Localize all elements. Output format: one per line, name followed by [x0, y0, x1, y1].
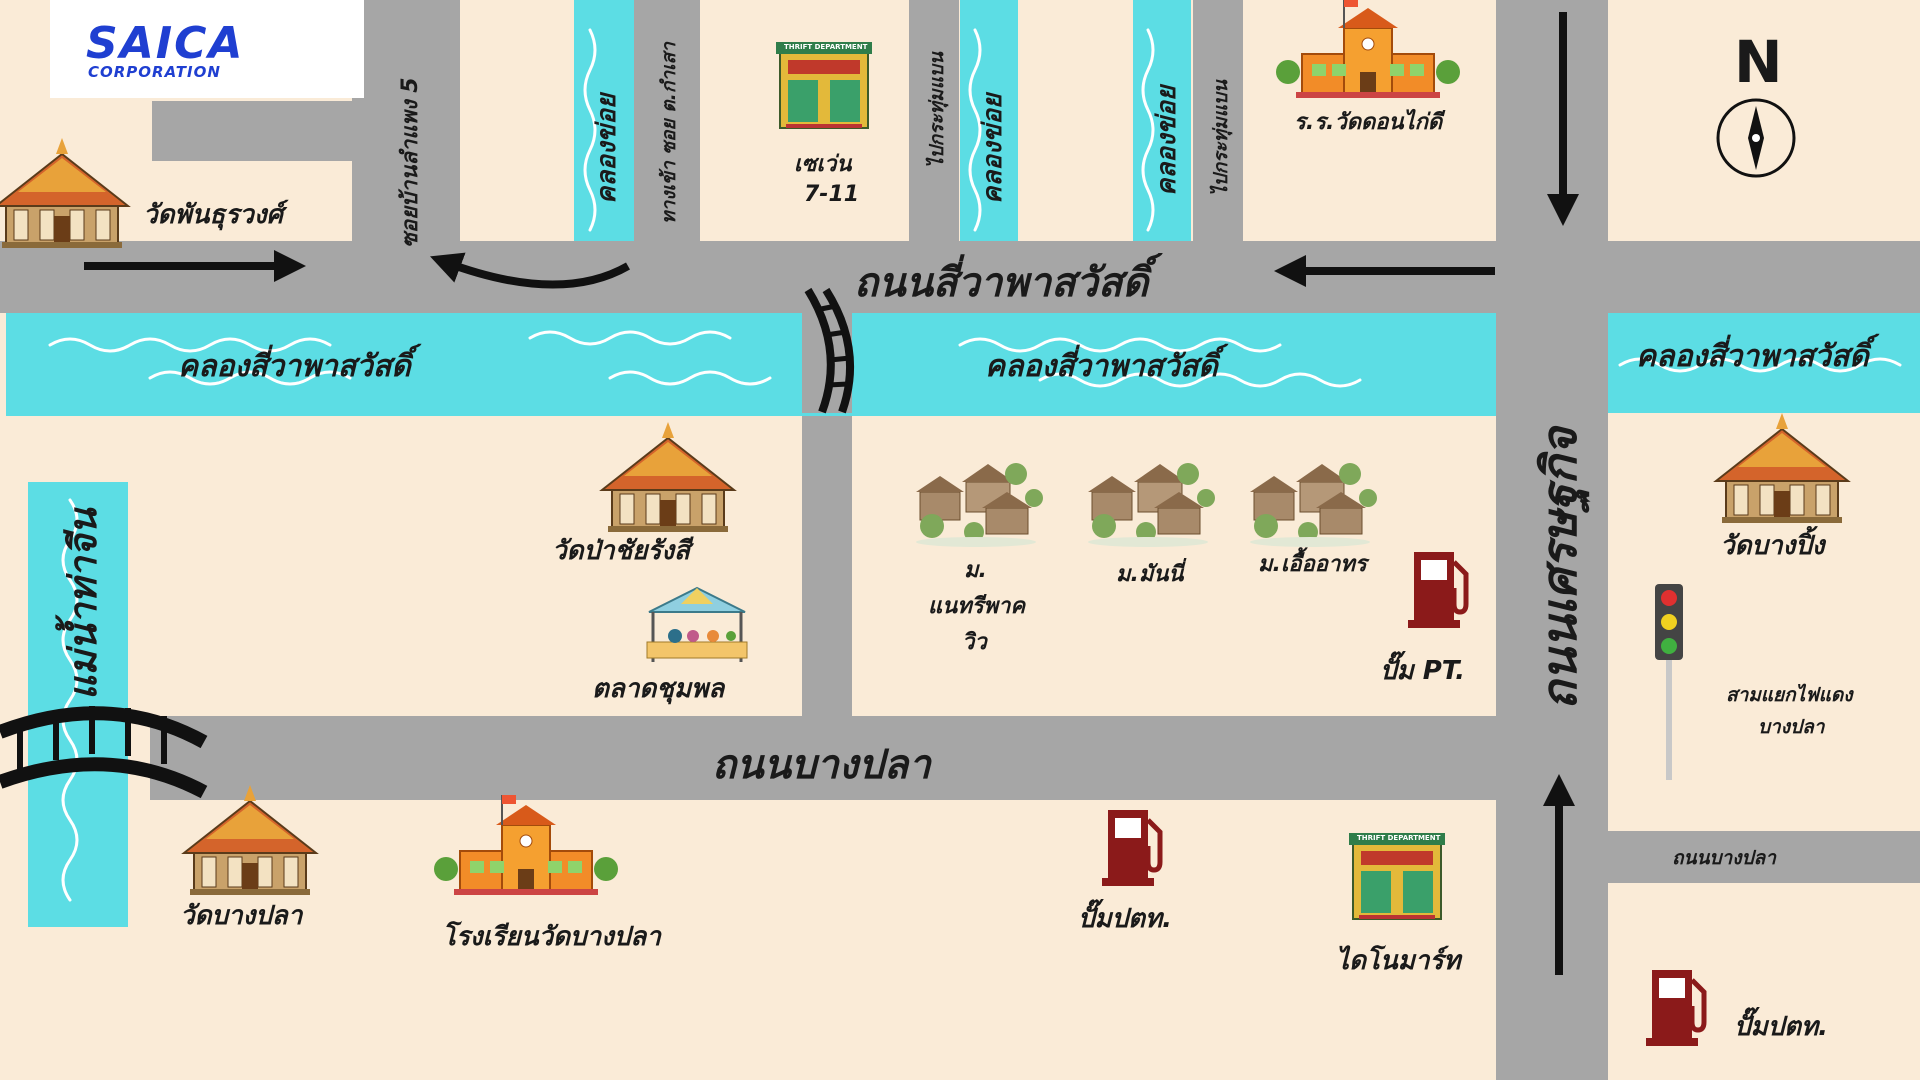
compass-north-letter: N: [1734, 28, 1783, 96]
village-icon: [915, 462, 1044, 548]
place-school-wat-donkaidi: ร.ร.วัดดอนไก่ดี: [1294, 110, 1443, 135]
bridge-icon: [0, 706, 208, 799]
compass-icon: [1716, 98, 1796, 178]
place-pump-ptt-1: ปั๊มปตท.: [1078, 904, 1173, 934]
place-village-1-line3: วิว: [962, 630, 987, 655]
fuel-pump-icon: [1102, 810, 1160, 886]
small-canal-label-3: คลองข่อย: [1152, 85, 1182, 196]
road-label-soi-kamsao: ทางเข้า ซอย ต.กำเสา: [658, 42, 680, 224]
logo-subtitle: CORPORATION: [88, 63, 221, 81]
place-wat-phanthurawong: วัดพันธุรวงศ์: [143, 200, 284, 230]
place-talat-chumphon: ตลาดชุมพล: [592, 674, 725, 704]
river-label: แม่น้ำท่าจีน: [61, 508, 105, 700]
temple-icon: [0, 137, 129, 249]
temple-icon: [1715, 412, 1849, 524]
shop-sign-2: THRIFT DEPARTMENT: [1357, 834, 1441, 842]
place-village-1-line2: แนทรีพาค: [928, 594, 1026, 619]
place-dynamart: ไดโนมาร์ท: [1336, 946, 1461, 976]
arrow-icon: [430, 252, 630, 289]
canal-label-2: คลองสี่วาพาสวัสดิ์: [985, 349, 1218, 384]
road-label-to-krathum-2: ไปกระทุ่มแบน: [1210, 80, 1232, 196]
saica-logo: SAICA CORPORATION: [50, 0, 364, 98]
canal-label-3: คลองสี่วาพาสวัสดิ์: [1636, 339, 1869, 374]
place-village-3: ม.เอื้ออาทร: [1258, 552, 1367, 577]
place-traffic-light-line2: บางปลา: [1758, 716, 1825, 738]
village-icon: [1087, 462, 1216, 548]
fuel-pump-icon: [1646, 970, 1704, 1046]
place-pump-ptt-2: ปั๊มปตท.: [1734, 1012, 1829, 1042]
market-stall-icon: [646, 586, 748, 662]
road-label-to-krathum-1: ไปกระทุ่มแบน: [926, 52, 948, 168]
place-village-1-line1: ม.: [964, 558, 987, 583]
road-label-soi-banlampaeng: ซอยบ้านลำแพง 5: [398, 77, 423, 248]
road-label-bangpla: ถนนบางปลา: [712, 742, 931, 788]
road-label-setthakit: ถนนเศรษฐกิจ: [1532, 427, 1588, 710]
arrows: [84, 12, 1579, 975]
place-pump-pt: ปั๊ม PT.: [1380, 656, 1465, 686]
shop-sign-1: THRIFT DEPARTMENT: [784, 43, 868, 51]
canal-label-1: คลองสี่วาพาสวัสดิ์: [178, 349, 411, 384]
road-label-bangpla-small: ถนนบางปลา: [1672, 847, 1776, 869]
school-icon: [1275, 0, 1461, 99]
temple-icon: [183, 784, 317, 896]
place-wat-pa-chairangsi: วัดป่าชัยรังสี: [552, 536, 690, 566]
small-canal-label-2: คลองข่อย: [978, 93, 1008, 204]
place-seven-eleven-2: 7-11: [804, 182, 860, 207]
logo-brand: SAICA: [86, 18, 245, 69]
waterways: [6, 0, 1920, 927]
place-wat-bangpla: วัดบางปลา: [180, 901, 303, 931]
place-traffic-light-line1: สามแยกไฟแดง: [1726, 684, 1853, 706]
traffic-light-icon: [1655, 584, 1683, 780]
school-icon: [433, 794, 619, 896]
shop-icon: [1348, 832, 1446, 920]
small-canal-label-1: คลองข่อย: [592, 93, 622, 204]
bridge-icon: [804, 287, 854, 414]
place-wat-bangpling: วัดบางปิ้ง: [1720, 531, 1825, 561]
village-icon: [1249, 462, 1378, 548]
road-label-sawaphasawat: ถนนสี่วาพาสวัสดิ์: [854, 260, 1149, 306]
place-school-wat-bangpla: โรงเรียนวัดบางปลา: [442, 922, 661, 952]
shop-icon: [775, 41, 873, 129]
place-seven-eleven-1: เซเว่น: [794, 152, 852, 177]
temple-icon: [601, 421, 735, 533]
fuel-pump-icon: [1408, 552, 1466, 628]
place-village-2: ม.มันนี่: [1116, 562, 1184, 587]
